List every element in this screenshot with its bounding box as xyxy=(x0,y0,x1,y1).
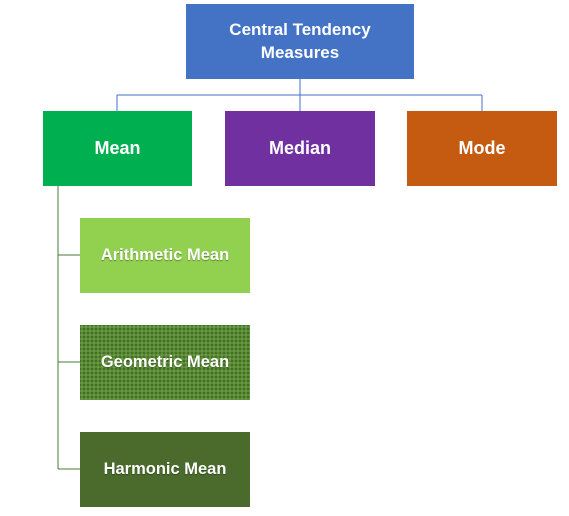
central-tendency-root-node: Central Tendency Measures xyxy=(186,4,414,79)
arithmetic-mean-node: Arithmetic Mean xyxy=(80,218,250,293)
mode-node: Mode xyxy=(407,111,557,186)
harmonic-mean-label: Harmonic Mean xyxy=(103,459,227,478)
mean-node: Mean xyxy=(43,111,192,186)
geometric-mean-label: Geometric Mean xyxy=(100,352,230,371)
mean-node-label: Mean xyxy=(94,137,141,158)
median-node: Median xyxy=(225,111,375,186)
harmonic-mean-node: Harmonic Mean xyxy=(80,432,250,507)
arithmetic-mean-label: Arithmetic Mean xyxy=(100,245,230,264)
median-node-label: Median xyxy=(268,137,331,158)
geometric-mean-node: Geometric Mean xyxy=(80,325,250,400)
root-node-label: Central Tendency Measures xyxy=(229,20,371,62)
mode-node-label: Mode xyxy=(458,137,506,158)
